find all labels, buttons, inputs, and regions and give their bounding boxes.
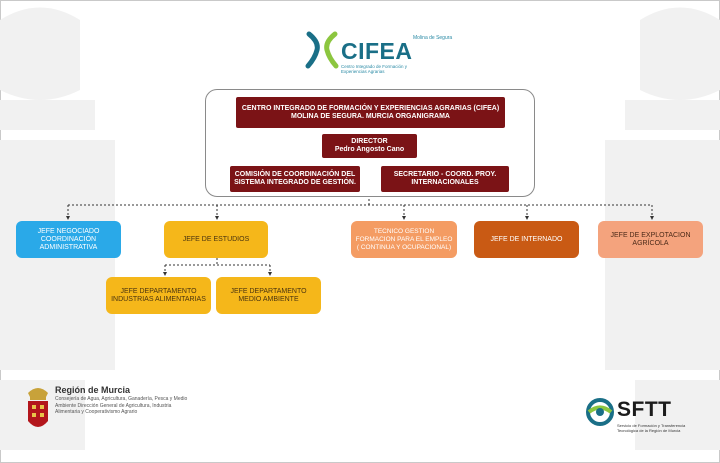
secretario-box: SECRETARIO - COORD. PROY. INTERNACIONALE…: [381, 166, 509, 192]
director-box: DIRECTOR Pedro Angosto Cano: [322, 134, 417, 158]
director-name: Pedro Angosto Cano: [334, 146, 405, 153]
tecnico-box: TECNICO GESTION FORMACION PARA EL EMPLEO…: [351, 221, 457, 258]
cifea-logo-icon: [305, 31, 339, 69]
sftt-logo-text: SFTT: [617, 398, 672, 421]
tecnico-label: TECNICO GESTION FORMACION PARA EL EMPLEO…: [355, 227, 453, 251]
cifea-logo-location: Molina de Segura: [413, 35, 453, 41]
comision-label: COMISIÓN DE COORDINACIÓN DEL SISTEMA INT…: [234, 171, 356, 186]
secretario-label: SECRETARIO - COORD. PROY. INTERNACIONALE…: [393, 171, 497, 186]
region-murcia-logo: Región de Murcia Consejería de Agua, Agr…: [25, 383, 187, 443]
dep-medio-label: JEFE DEPARTAMENTO MEDIO AMBIENTE: [230, 287, 307, 303]
dep-medio-box: JEFE DEPARTAMENTO MEDIO AMBIENTE: [216, 277, 321, 314]
cifea-logo: CIFEA Molina de Segura Centro Integrado …: [305, 28, 455, 78]
director-role: DIRECTOR: [351, 138, 388, 145]
org-title-box: CENTRO INTEGRADO DE FORMACIÓN Y EXPERIEN…: [236, 97, 505, 128]
comision-box: COMISIÓN DE COORDINACIÓN DEL SISTEMA INT…: [230, 166, 360, 192]
cifea-logo-subtitle: Centro Integrado de Formación y Experien…: [341, 64, 408, 74]
estudios-box: JEFE DE ESTUDIOS: [164, 221, 268, 258]
org-title: CENTRO INTEGRADO DE FORMACIÓN Y EXPERIEN…: [241, 104, 500, 120]
sftt-logo-icon: [586, 398, 614, 426]
internado-box: JEFE DE INTERNADO: [474, 221, 579, 258]
sftt-logo: SFTT Servicio de Formación y Transferenc…: [585, 395, 705, 440]
dep-industrias-box: JEFE DEPARTAMENTO INDUSTRIAS ALIMENTARIA…: [106, 277, 211, 314]
cifea-logo-text: CIFEA: [341, 38, 413, 64]
sftt-subtitle: Servicio de Formación y Transferencia Te…: [617, 423, 686, 433]
explotacion-label: JEFE DE EXPLOTACION AGRÍCOLA: [610, 231, 691, 247]
negociado-label: JEFE NEGOCIADO COORDINACIÓN ADMINISTRATI…: [37, 227, 100, 251]
region-murcia-subtitle: Consejería de Agua, Agricultura, Ganader…: [55, 396, 188, 415]
dep-industrias-label: JEFE DEPARTAMENTO INDUSTRIAS ALIMENTARIA…: [111, 287, 206, 303]
estudios-label: JEFE DE ESTUDIOS: [182, 235, 250, 243]
explotacion-box: JEFE DE EXPLOTACION AGRÍCOLA: [598, 221, 703, 258]
negociado-box: JEFE NEGOCIADO COORDINACIÓN ADMINISTRATI…: [16, 221, 121, 258]
region-murcia-crest-icon: [28, 388, 48, 427]
region-murcia-title: Región de Murcia: [55, 385, 131, 395]
internado-label: JEFE DE INTERNADO: [490, 235, 563, 243]
